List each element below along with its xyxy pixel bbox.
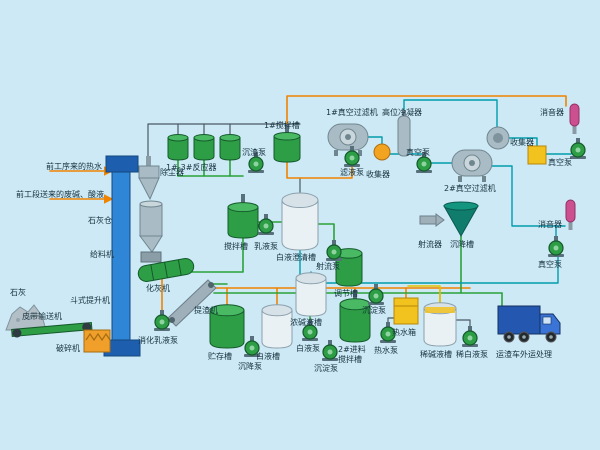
label-lime: 石灰 bbox=[10, 288, 26, 297]
label-white-liquor-clarifier: 白液澄清槽 bbox=[276, 253, 316, 262]
label-dilute-white-liquor-pump: 稀白液泵 bbox=[456, 350, 488, 359]
mixing-tank-agitator bbox=[241, 194, 245, 203]
belt-conveyor-shape bbox=[11, 321, 93, 338]
label-emulsion-pump: 乳液泵 bbox=[254, 242, 278, 251]
vacuum-filter-1-shape bbox=[327, 123, 369, 157]
settling-pump-mid-shape bbox=[367, 283, 385, 306]
label-feed-mixing-tank-1: 2#进料 bbox=[338, 345, 366, 354]
high-level-condenser-shape bbox=[397, 110, 411, 157]
label-truck: 运渣车外运处理 bbox=[496, 350, 552, 359]
label-collector-1: 收集器 bbox=[366, 170, 390, 179]
collector-1-shape bbox=[373, 143, 391, 161]
label-hot-water-in: 前工序来的热水 bbox=[46, 162, 102, 171]
label-settling-tank: 沉降槽 bbox=[450, 240, 474, 249]
crusher-shape bbox=[83, 329, 111, 353]
label-reactors: 1#-3#反应器 bbox=[166, 163, 217, 172]
lime-slaker-shape bbox=[137, 258, 195, 282]
label-muffler-right: 消音器 bbox=[538, 220, 562, 229]
bucket-elevator-shape bbox=[103, 155, 141, 357]
label-sediment-pump: 沉渣泵 bbox=[242, 148, 266, 157]
lime-silo-shape bbox=[139, 200, 163, 253]
settling-cone-shape bbox=[443, 201, 479, 238]
label-storage-tank: 贮存槽 bbox=[208, 352, 232, 361]
label-crusher: 破碎机 bbox=[56, 344, 80, 353]
label-hot-water-tank: 热水箱 bbox=[392, 328, 416, 337]
label-vacuum-filter-2: 2#真空过滤机 bbox=[444, 184, 496, 193]
vacuum-pump-2-shape bbox=[569, 137, 587, 160]
label-feeder: 给料机 bbox=[90, 250, 114, 259]
white-liquor-clarifier-shape bbox=[280, 192, 320, 252]
dust-collector-shape bbox=[138, 156, 160, 201]
dilute-alkali-tank-band bbox=[425, 307, 455, 313]
label-settling-pump-mid: 沉淀泵 bbox=[362, 306, 386, 315]
label-slaking-emulsion-pump: 消化乳液泵 bbox=[138, 336, 178, 345]
label-slag-extractor: 提渣机 bbox=[194, 306, 218, 315]
label-white-liquor-pump: 白液泵 bbox=[296, 344, 320, 353]
hot-water-tank-shape bbox=[393, 297, 419, 325]
reactor-2-shape bbox=[193, 133, 215, 161]
label-jet-device: 射流器 bbox=[418, 240, 442, 249]
label-bucket-elevator: 斗式提升机 bbox=[70, 296, 110, 305]
label-mixing-tank: 搅拌槽 bbox=[224, 242, 248, 251]
label-jet-pump: 射流泵 bbox=[316, 262, 340, 271]
feed-mixing-tank-agitator bbox=[353, 290, 357, 299]
muffler-top-shape bbox=[569, 103, 580, 135]
label-waste-liquor-in: 前工段送来的废碱、酸液 bbox=[16, 190, 104, 199]
conc-alkali-tank-shape bbox=[295, 272, 327, 317]
emulsion-pump-shape bbox=[257, 213, 275, 236]
dilute-white-liquor-pump-shape bbox=[461, 325, 479, 348]
mixing-tank-1-agitator bbox=[285, 124, 289, 133]
label-lime-slaker: 化灰机 bbox=[146, 284, 170, 293]
settling-pump-bottom-shape bbox=[321, 339, 339, 362]
label-conc-alkali-tank: 浓碱液槽 bbox=[290, 318, 322, 327]
muffler-right-shape bbox=[565, 199, 576, 231]
condenser-2-fan-shape bbox=[486, 126, 510, 150]
label-dust-collector: 除尘器 bbox=[160, 168, 184, 177]
vacuum-pump-3-shape bbox=[547, 235, 565, 258]
label-vacuum-filter-1: 1#真空过滤机 bbox=[326, 108, 378, 117]
label-settling-pump-bottom: 沉淀泵 bbox=[314, 364, 338, 373]
slag-extractor-shape bbox=[167, 279, 217, 327]
label-lime-silo: 石灰仓 bbox=[88, 216, 112, 225]
label-vacuum-pump-1: 真空泵 bbox=[406, 148, 430, 157]
label-mixing-tank-1: 1#搅拌槽 bbox=[264, 121, 300, 130]
jet-device-shape bbox=[419, 213, 445, 227]
reactor-1-shape bbox=[167, 133, 189, 161]
reactor-3-shape bbox=[219, 133, 241, 161]
mixing-tank-1-shape bbox=[273, 131, 301, 163]
vacuum-filter-2-shape bbox=[451, 149, 493, 183]
feeder-shape bbox=[140, 251, 162, 263]
label-muffler-top: 消音器 bbox=[540, 108, 564, 117]
label-regulating-tank: 调节槽 bbox=[334, 289, 358, 298]
label-dilute-alkali-tank: 稀碱液槽 bbox=[420, 350, 452, 359]
label-high-level-condenser: 高位冷凝器 bbox=[382, 108, 422, 117]
pipe-lines-green bbox=[177, 157, 503, 333]
white-liquor-tank-shape bbox=[261, 304, 293, 349]
slaking-emulsion-pump-shape bbox=[153, 309, 171, 332]
collector-2-shape bbox=[527, 145, 547, 165]
label-hot-water-pump: 热水泵 bbox=[374, 346, 398, 355]
label-filtrate-pump: 滤液泵 bbox=[340, 168, 364, 177]
label-settling-pump-left: 沉降泵 bbox=[238, 362, 262, 371]
slag-truck-shape bbox=[497, 305, 561, 343]
label-vacuum-pump-2: 真空泵 bbox=[548, 158, 572, 167]
label-collector-2: 收集器 bbox=[510, 138, 534, 147]
pipe-lines-orange bbox=[49, 95, 567, 315]
mixing-tank-shape bbox=[227, 202, 259, 239]
label-vacuum-pump-3: 真空泵 bbox=[538, 260, 562, 269]
label-white-liquor-tank: 白液槽 bbox=[256, 352, 280, 361]
pipe-lines-yellow bbox=[407, 285, 441, 303]
label-belt-conveyor: 皮带输送机 bbox=[22, 312, 62, 321]
label-feed-mixing-tank-2: 搅拌槽 bbox=[338, 355, 362, 364]
